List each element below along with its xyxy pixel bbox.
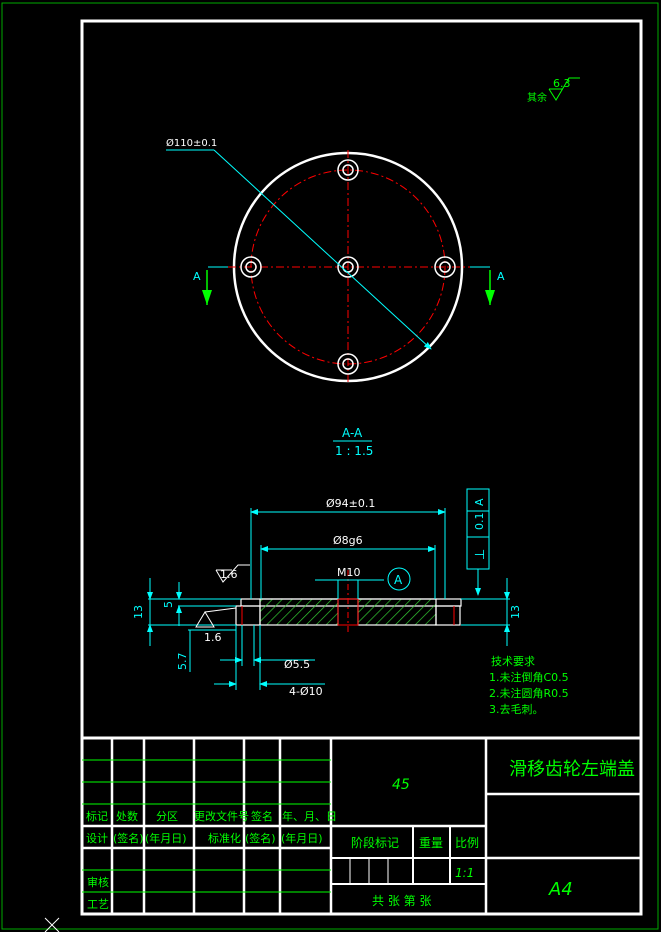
dim-hole: Ø5.5 <box>284 658 310 671</box>
section-view: Ø94±0.1 Ø8g6 M10 A A 0.1 ⊥ 13 5 5 <box>132 488 522 698</box>
roughness-side: 1.6 <box>204 631 222 644</box>
section-mark-right: A <box>497 270 505 283</box>
section-title-text: A-A <box>342 426 363 440</box>
section-mark-left: A <box>193 270 201 283</box>
section-scale: 1 : 1.5 <box>335 444 373 458</box>
dim-height-left: 13 <box>132 605 145 619</box>
tb-standard-sign: (签名) <box>245 831 276 845</box>
tech-item-2: 2.未注圆角R0.5 <box>489 686 569 700</box>
tb-review: 审核 <box>87 875 109 889</box>
tb-label-date: 年、月、日 <box>282 809 337 823</box>
dim-depth: 5.7 <box>176 653 189 671</box>
tb-standard: 标准化 <box>208 831 241 845</box>
dim-holes: 4-Ø10 <box>289 685 323 698</box>
tb-part-name: 滑移齿轮左端盖 <box>509 759 635 780</box>
crosshair-icon <box>44 917 60 932</box>
drawing-frame <box>80 19 643 916</box>
roughness-top: 1.6 <box>220 568 238 581</box>
section-title: A-A 1 : 1.5 <box>333 426 373 458</box>
tb-sheet-size: A4 <box>548 879 573 900</box>
tb-ratio-value: 1:1 <box>455 866 474 880</box>
tb-stage-mark: 阶段标记 <box>351 835 399 850</box>
tb-label-zone: 分区 <box>156 810 178 823</box>
tb-weight: 重量 <box>419 836 443 850</box>
dim-step: 5 <box>162 601 175 608</box>
tol-value: 0.1 <box>473 513 486 531</box>
dim-outer: Ø94±0.1 <box>326 497 375 510</box>
tb-label-change-doc: 更改文件号 <box>194 809 249 823</box>
tb-material: 45 <box>392 777 410 793</box>
title-block: 标记 处数 分区 更改文件号 签名 年、月、日 设计 (签名) (年月日) 标准… <box>82 736 641 914</box>
tb-design: 设计 <box>86 832 108 845</box>
tol-symbol: ⊥ <box>473 549 488 560</box>
tb-standard-date: (年月日) <box>281 831 323 845</box>
tb-ratio: 比例 <box>455 836 479 850</box>
tb-label-sign: 签名 <box>251 809 273 823</box>
dim-height-right: 13 <box>509 605 522 619</box>
tb-process: 工艺 <box>87 898 109 911</box>
tb-sheets: 共 张 第 张 <box>372 894 431 908</box>
tb-label-count: 处数 <box>116 810 138 823</box>
tol-datum: A <box>473 498 486 506</box>
dim-inner: Ø8g6 <box>333 534 363 547</box>
thread-label: M10 <box>337 566 361 579</box>
tb-label-mark: 标记 <box>86 809 108 823</box>
datum-label: A <box>394 573 403 587</box>
top-diameter-label: Ø110±0.1 <box>166 137 217 149</box>
surface-finish-note: 其余 <box>527 91 547 104</box>
tech-item-1: 1.未注倒角C0.5 <box>489 670 569 684</box>
tech-item-3: 3.去毛刺。 <box>489 703 544 716</box>
bolt-holes <box>240 159 456 375</box>
datum-circle <box>387 567 411 591</box>
tech-requirements: 技术要求 1.未注倒角C0.5 2.未注圆角R0.5 3.去毛刺。 <box>489 655 569 716</box>
top-view: Ø110±0.1 A A <box>166 137 505 385</box>
tech-title: 技术要求 <box>491 655 535 668</box>
surface-finish-symbol: 其余 6.3 <box>527 77 580 104</box>
tb-design-date: (年月日) <box>145 831 187 845</box>
tb-design-sign: (签名) <box>113 831 144 845</box>
surface-finish-value: 6.3 <box>553 77 571 90</box>
